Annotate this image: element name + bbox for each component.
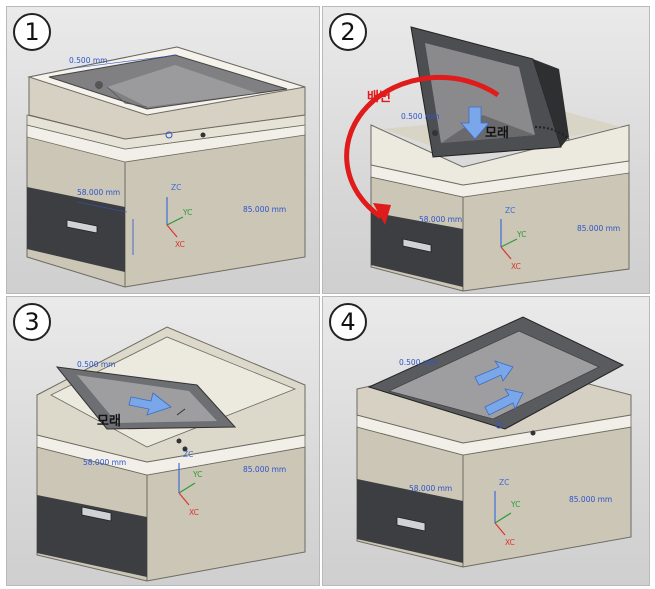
axis-label-x: XC <box>175 240 185 249</box>
dimension-label-depth: 85.000 mm <box>569 495 612 504</box>
axis-label-x: XC <box>505 538 515 547</box>
panel-step-4: 4 0.500 mm 58.000 mm 85.000 mm ZC YC XC <box>322 296 650 586</box>
dimension-label-side: 58.000 mm <box>419 215 462 224</box>
step-number-badge: 1 <box>13 13 51 51</box>
axis-label-y: YC <box>516 230 526 239</box>
drawer-handle <box>66 219 98 234</box>
panel-step-2: 2 모래 배변 0.500 mm 58.000 <box>322 6 650 294</box>
dimension-label-top: 0.500 mm <box>399 358 437 367</box>
litter-box-drawing-tray-seated: 0.500 mm 58.000 mm 85.000 mm ZC YC XC <box>356 316 632 568</box>
litter-box-drawing-tray-insert: 모래 0.500 mm 58.000 mm 85.000 mm ZC YC XC <box>36 326 306 582</box>
dimension-label-depth: 85.000 mm <box>577 224 620 233</box>
axis-label-x: XC <box>189 508 199 517</box>
rotate-arrow <box>344 74 500 220</box>
label-drain: 배변 <box>367 89 391 105</box>
litter-box-drawing-tilting: 모래 배변 0.500 mm 58.000 mm 85.000 mm ZC YC… <box>344 26 630 292</box>
dimension-label-top: 0.500 mm <box>77 360 115 369</box>
axis-label-z: ZC <box>499 478 509 487</box>
dimension-label-side: 58.000 mm <box>409 484 452 493</box>
axis-label-y: YC <box>510 500 520 509</box>
dimension-label-top: 0.500 mm <box>69 56 107 65</box>
drawer-front-dark <box>27 187 125 272</box>
litter-box-drawing-closed: 0.500 mm 58.000 mm 85.000 mm ZC YC XC <box>26 46 306 288</box>
dimension-label-top: 0.500 mm <box>401 112 439 121</box>
dimension-label-depth: 85.000 mm <box>243 465 286 474</box>
axis-label-z: ZC <box>505 206 515 215</box>
axis-label-y: YC <box>192 470 202 479</box>
panel-step-1: 1 0.500 mm 58.000 mm 85.000 mm <box>6 6 320 294</box>
dimension-label-side: 58.000 mm <box>77 188 120 197</box>
step-number-badge: 4 <box>329 303 367 341</box>
step-number-badge: 3 <box>13 303 51 341</box>
dimension-label-side: 58.000 mm <box>83 458 126 467</box>
axis-label-x: XC <box>511 262 521 271</box>
label-sand: 모래 <box>97 414 121 429</box>
axis-label-z: ZC <box>171 183 181 192</box>
panel-step-3: 3 모래 0.500 mm 58.000 mm 85.000 mm ZC YC <box>6 296 320 586</box>
axis-label-z: ZC <box>183 450 193 459</box>
dimension-label-depth: 85.000 mm <box>243 205 286 214</box>
step-number-badge: 2 <box>329 13 367 51</box>
axis-label-y: YC <box>182 208 192 217</box>
label-sand: 모래 <box>485 126 509 141</box>
